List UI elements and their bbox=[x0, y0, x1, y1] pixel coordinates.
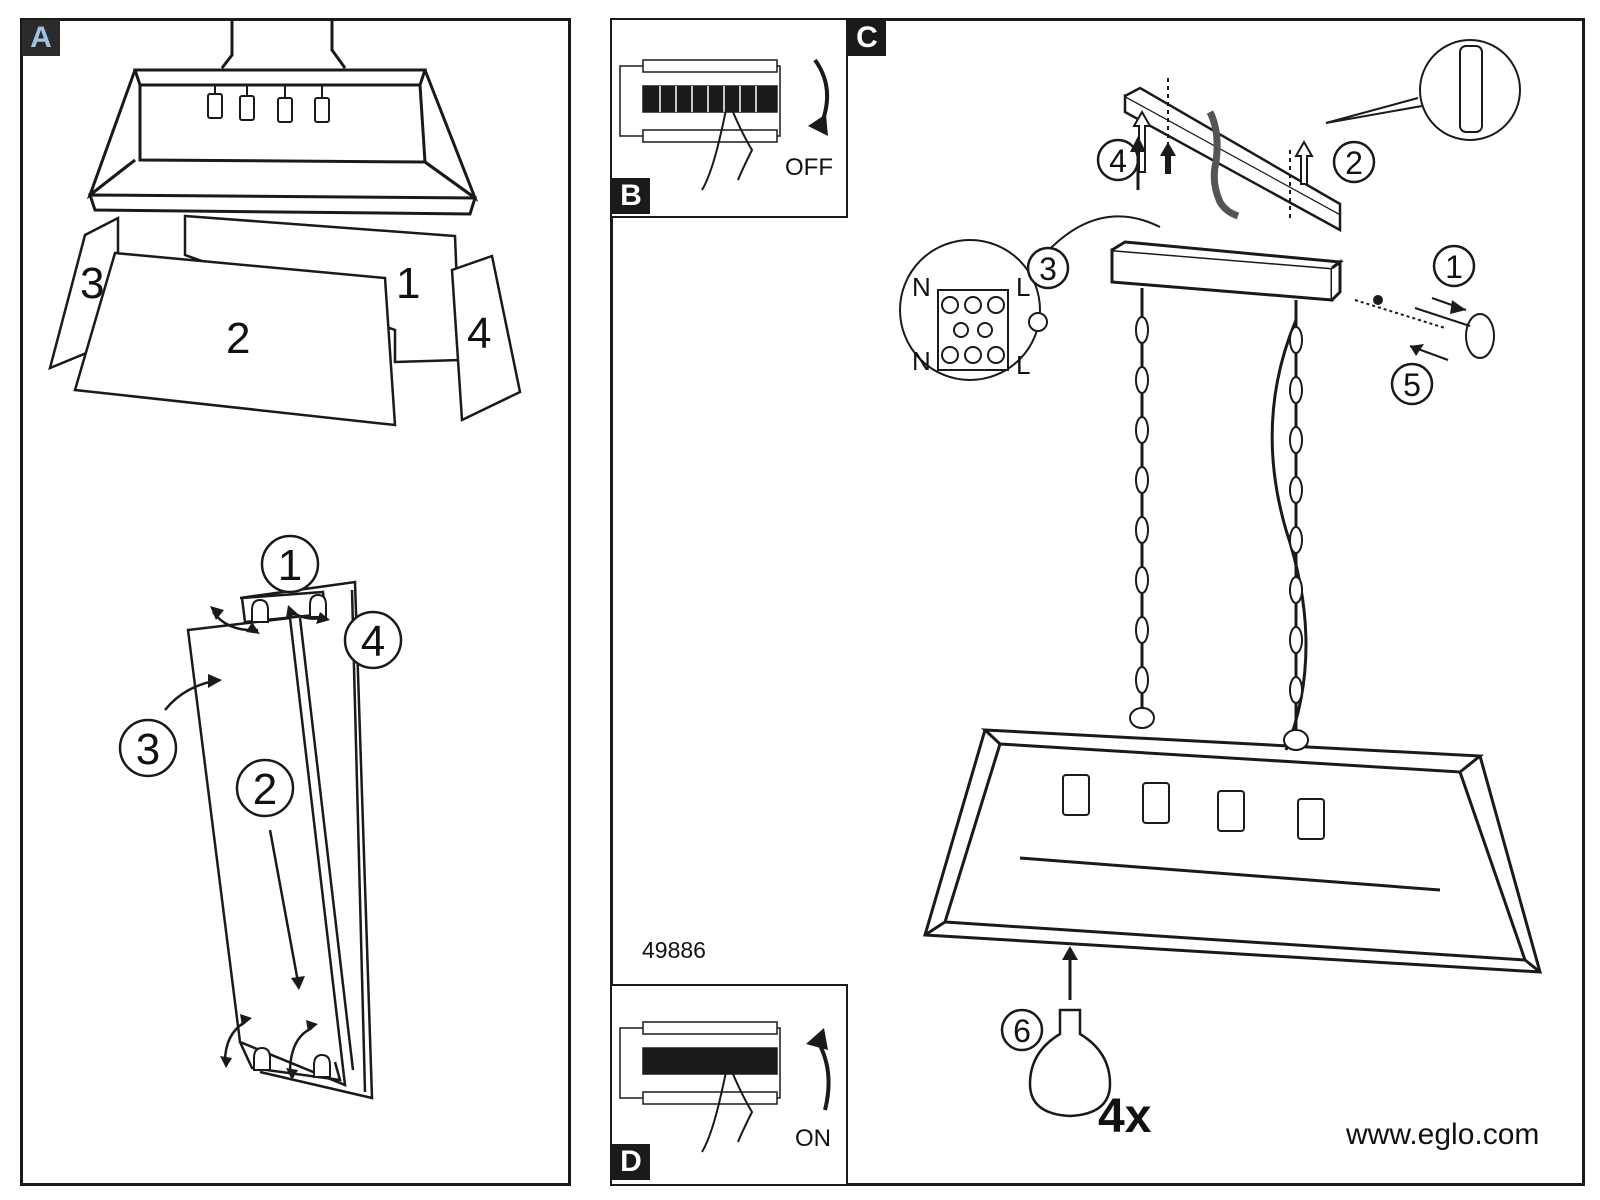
switch-on-label: ON bbox=[795, 1125, 831, 1152]
panel-b-tag: B bbox=[612, 178, 650, 214]
panel-c-tag: C bbox=[848, 20, 886, 56]
website-url: www.eglo.com bbox=[1346, 1118, 1540, 1151]
step-c-3: 3 bbox=[1039, 251, 1057, 287]
bulb-count: 4x bbox=[1098, 1090, 1152, 1143]
step-c-1: 1 bbox=[1445, 249, 1463, 285]
switch-off-label: OFF bbox=[785, 154, 833, 181]
step-c-2: 2 bbox=[1345, 145, 1363, 181]
step-c-5: 5 bbox=[1403, 367, 1421, 403]
panel-number-2: 2 bbox=[226, 314, 250, 363]
step-a-1: 1 bbox=[278, 541, 302, 590]
terminal-n-bottom: N bbox=[912, 346, 931, 376]
terminal-l-bottom: L bbox=[1016, 350, 1030, 380]
step-a-3: 3 bbox=[136, 725, 160, 774]
panel-d-tag: D bbox=[612, 1144, 650, 1180]
step-c-6: 6 bbox=[1013, 1013, 1031, 1049]
panel-number-4: 4 bbox=[467, 309, 491, 358]
step-c-4: 4 bbox=[1109, 143, 1127, 179]
terminal-l-top: L bbox=[1016, 272, 1030, 302]
panel-number-1: 1 bbox=[396, 259, 420, 308]
terminal-n-top: N bbox=[912, 272, 931, 302]
panel-a-tag: A bbox=[22, 20, 60, 56]
step-a-2: 2 bbox=[253, 765, 277, 814]
product-code: 49886 bbox=[642, 937, 706, 963]
step-a-4: 4 bbox=[361, 617, 385, 666]
panel-number-3: 3 bbox=[80, 259, 104, 308]
